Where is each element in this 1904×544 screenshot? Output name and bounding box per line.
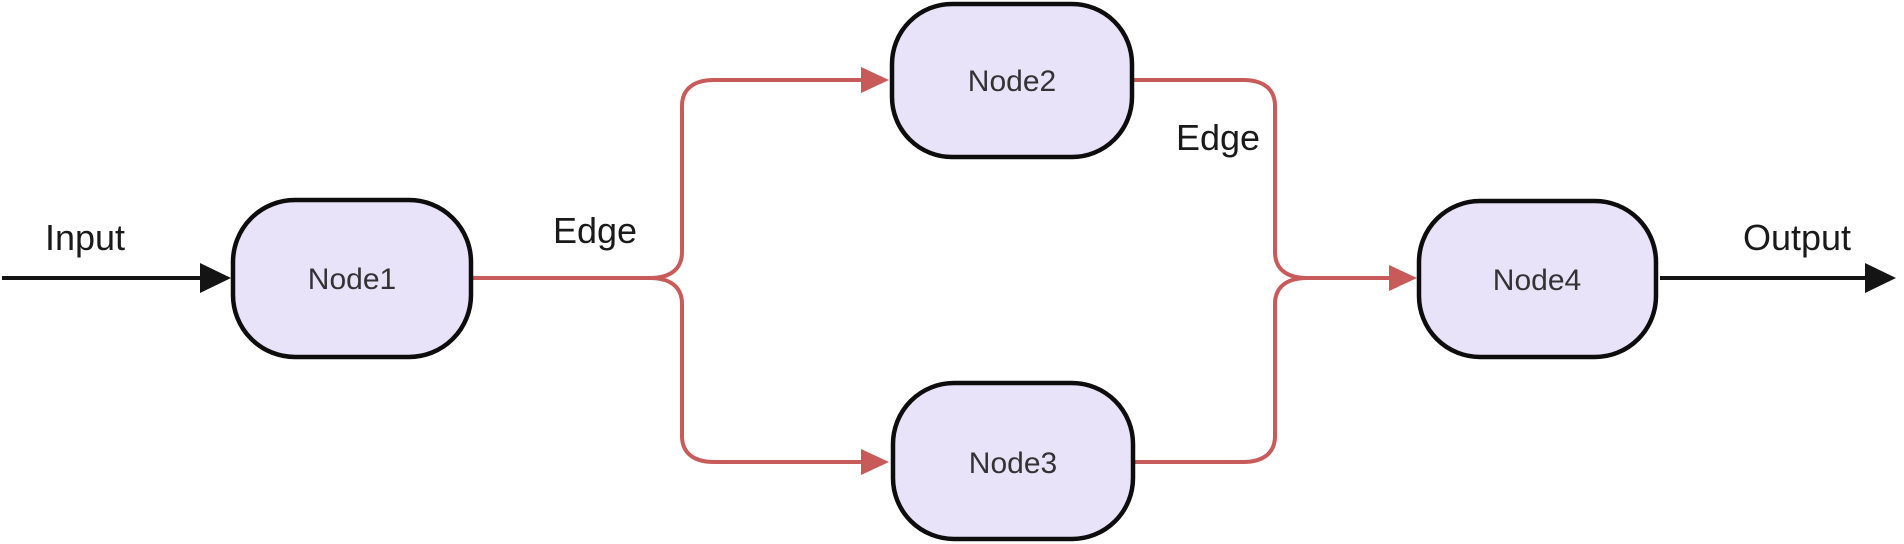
edge-node1-node3-line: [472, 276, 862, 464]
edge-node1-node2-arrowhead-icon: [861, 67, 889, 93]
node-node4: Node4: [1416, 198, 1659, 360]
edge-input-to-node1: [2, 263, 231, 293]
node-node3-shape: [890, 380, 1136, 542]
edge-merge-arrowhead-icon: [1389, 265, 1417, 291]
edge-node4-to-output: [1660, 263, 1896, 293]
input-arrowhead-icon: [200, 263, 231, 293]
node-node2-shape: [889, 1, 1135, 160]
node-node1-label: Node1: [308, 263, 396, 296]
node-node4-label: Node4: [1493, 264, 1581, 297]
node-node4-shape: [1416, 198, 1659, 360]
output-label: Output: [1743, 217, 1851, 258]
node-node3: Node3: [890, 380, 1136, 542]
edge-node3-node4-line: [1133, 276, 1390, 464]
edge-node3-to-node4: [1133, 265, 1417, 464]
input-label: Input: [45, 217, 125, 258]
node-node2-label: Node2: [968, 65, 1056, 98]
edge-node1-node3-arrowhead-icon: [861, 449, 889, 475]
edge-node1-node2-line: [472, 78, 862, 280]
node-node2: Node2: [889, 1, 1135, 160]
edge-node2-node4-line: [1130, 78, 1390, 280]
node-node3-label: Node3: [969, 447, 1057, 480]
node-node1-shape: [230, 197, 474, 360]
node-node1: Node1: [230, 197, 474, 360]
edge-node2-to-node4: [1130, 78, 1390, 280]
edge-node1-to-node3: [472, 276, 889, 475]
edge-label-node1-node2: Edge: [553, 210, 637, 251]
edge-label-node2-node4: Edge: [1176, 117, 1260, 158]
edge-node1-to-node2: [472, 67, 889, 280]
output-arrowhead-icon: [1865, 263, 1896, 293]
